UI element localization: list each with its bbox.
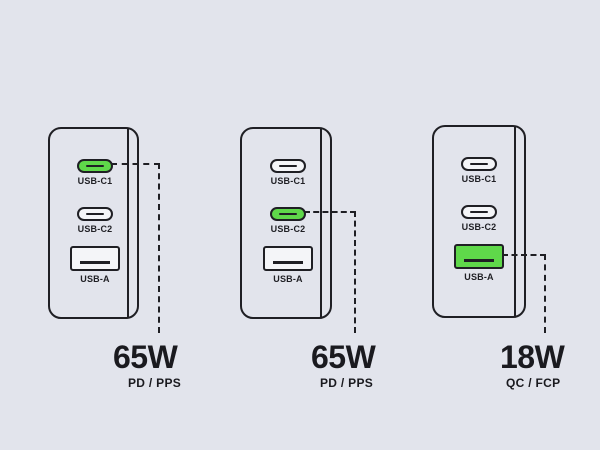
charger-2: USB-C1 USB-C2 USB-A xyxy=(240,127,332,319)
usb-c1-label: USB-C1 xyxy=(77,176,113,186)
leader-line-2-horizontal xyxy=(304,211,356,213)
leader-line-3-horizontal xyxy=(502,254,546,256)
charger-3: USB-C1 USB-C2 USB-A xyxy=(432,125,526,318)
usb-c2-label: USB-C2 xyxy=(77,224,113,234)
usb-c1-label: USB-C1 xyxy=(270,176,306,186)
power-rating-1: 65W xyxy=(113,339,178,375)
usb-a-port-active xyxy=(454,244,504,269)
power-rating-2: 65W xyxy=(311,339,376,375)
power-rating-3: 18W xyxy=(500,339,565,375)
usb-a-label: USB-A xyxy=(273,274,303,284)
leader-line-1-horizontal xyxy=(111,163,160,165)
usb-a-label: USB-A xyxy=(80,274,110,284)
usb-c2-label: USB-C2 xyxy=(461,222,497,232)
protocol-2: PD / PPS xyxy=(320,376,374,390)
usb-c2-port-active xyxy=(270,207,306,221)
leader-line-1-vertical xyxy=(158,163,160,333)
usb-c1-port xyxy=(461,157,497,171)
protocol-3: QC / FCP xyxy=(506,376,561,390)
usb-c2-port xyxy=(461,205,497,219)
leader-line-2-vertical xyxy=(354,211,356,333)
protocol-1: PD / PPS xyxy=(128,376,182,390)
usb-c1-port-active xyxy=(77,159,113,173)
usb-c2-label: USB-C2 xyxy=(270,224,306,234)
leader-line-3-vertical xyxy=(544,254,546,333)
usb-c2-port xyxy=(77,207,113,221)
usb-a-port xyxy=(263,246,313,271)
usb-a-port xyxy=(70,246,120,271)
usb-c1-label: USB-C1 xyxy=(461,174,497,184)
usb-a-label: USB-A xyxy=(464,272,494,282)
charger-1: USB-C1 USB-C2 USB-A xyxy=(48,127,139,319)
usb-c1-port xyxy=(270,159,306,173)
